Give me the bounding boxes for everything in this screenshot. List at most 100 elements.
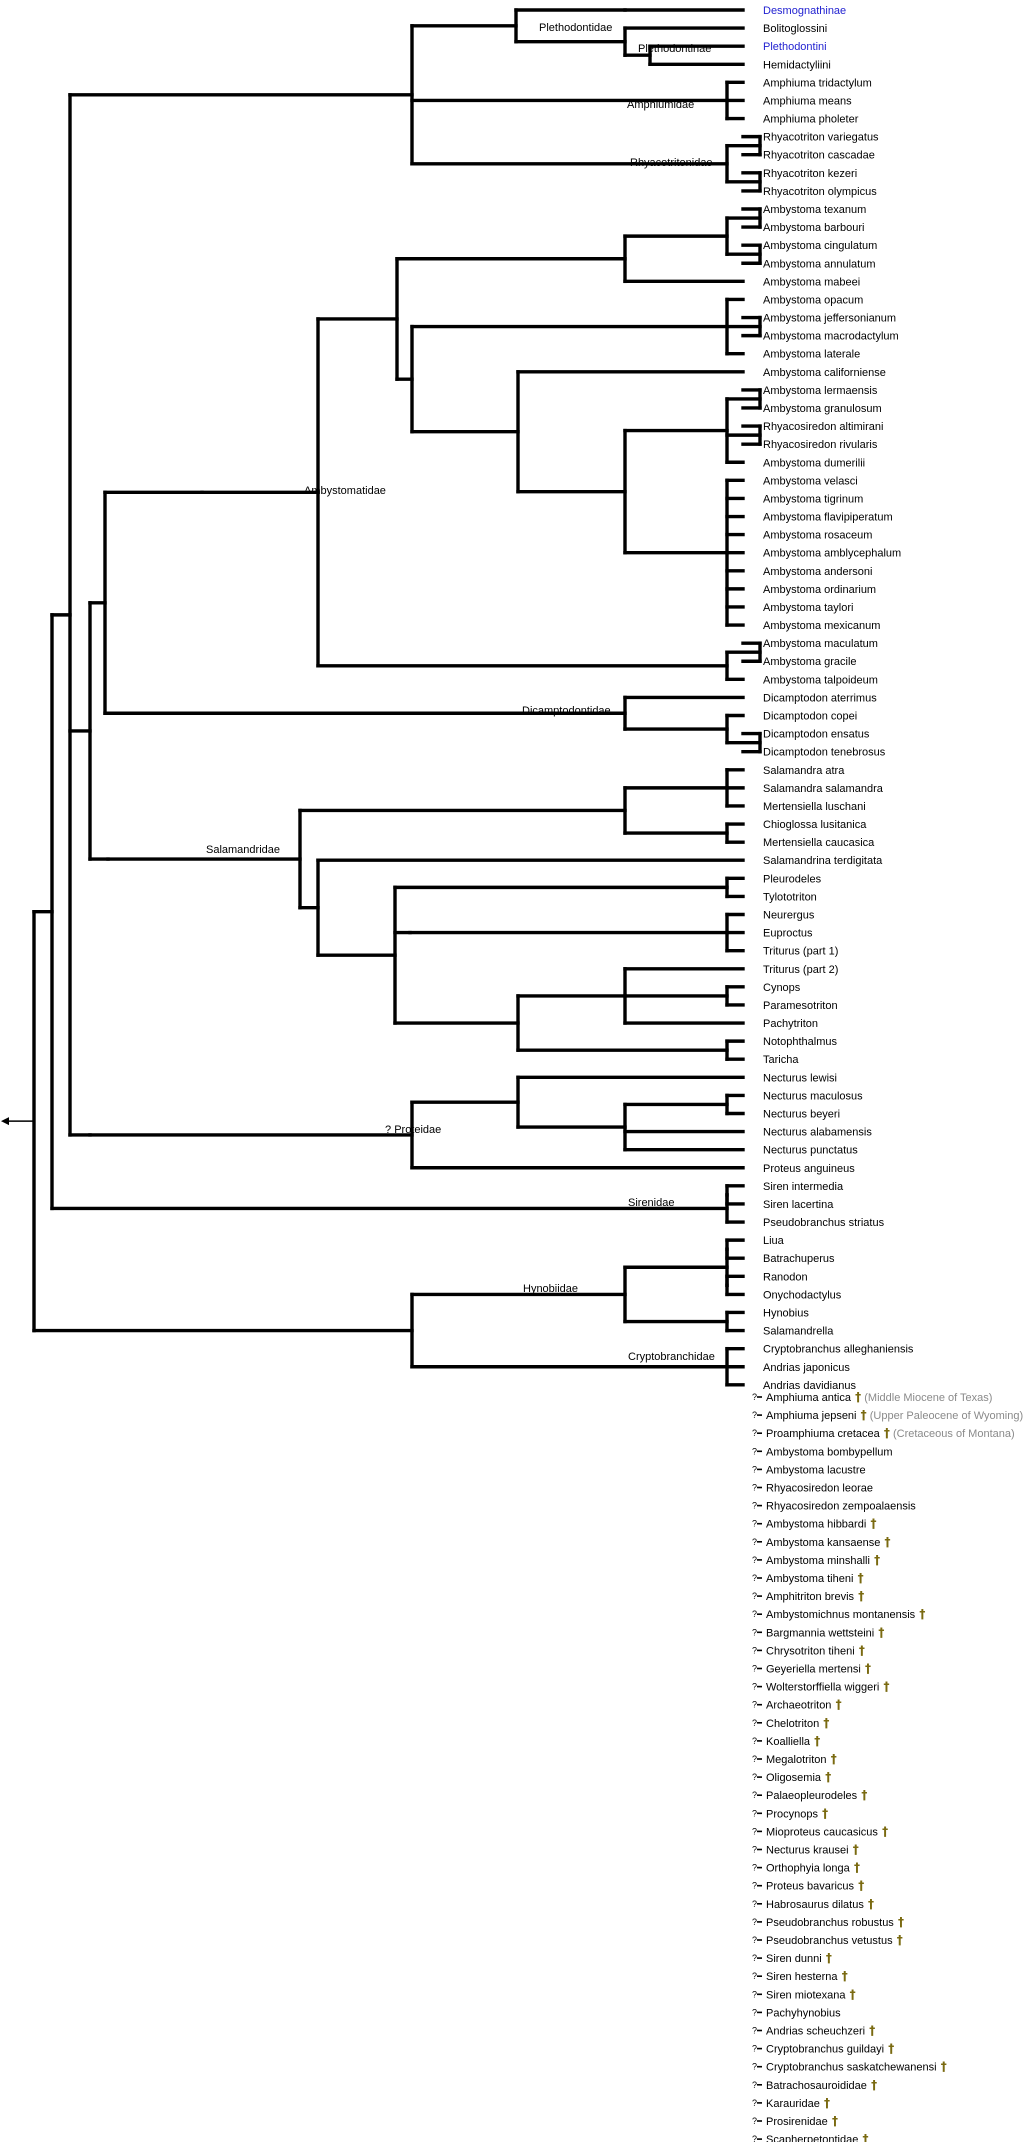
uncertain-marker: ? — [752, 1428, 757, 1438]
uncertain-marker: ? — [752, 1609, 757, 1619]
uncertain-marker: ? — [752, 1881, 757, 1891]
tip-label: Ambystoma opacum — [763, 294, 863, 306]
tip-label: Necturus maculosus — [763, 1090, 863, 1102]
unplaced-taxon: ? Wolterstorffiella wiggeri † — [752, 1680, 890, 1694]
tip-label: Paramesotriton — [763, 1000, 838, 1012]
uncertain-marker: ? — [752, 1555, 757, 1565]
uncertain-marker: ? — [752, 2062, 757, 2072]
unplaced-label: Rhyacosiredon zempoalaensis — [766, 1501, 916, 1513]
uncertain-marker: ? — [752, 1917, 757, 1927]
extinct-dagger-icon: † — [831, 1698, 841, 1712]
tip-label: Mertensiella caucasica — [763, 837, 875, 849]
unplaced-label: Proamphiuma cretacea † (Cretaceous of Mo… — [766, 1426, 1015, 1440]
unplaced-taxon: ?Archaeotriton † — [752, 1698, 842, 1712]
uncertain-marker: ? — [752, 1700, 757, 1710]
tip-label: Necturus alabamensis — [763, 1127, 872, 1139]
unplaced-taxon: ?Koalliella † — [752, 1734, 820, 1748]
unplaced-label: Ambystoma tiheni † — [766, 1571, 864, 1585]
extinct-dagger-icon: † — [857, 1408, 867, 1422]
unplaced-label: Bargmannia wettsteini † — [766, 1625, 884, 1639]
tip-label: Euproctus — [763, 928, 813, 940]
unplaced-taxon: ?Siren dunni † — [752, 1951, 832, 1965]
unplaced-taxon: ?Pseudobranchus robustus † — [752, 1915, 904, 1929]
uncertain-marker: ? — [752, 1483, 757, 1493]
unplaced-taxon: ?Chelotriton † — [752, 1716, 829, 1730]
tip-label: Taricha — [763, 1054, 799, 1066]
extinct-dagger-icon: † — [828, 2114, 838, 2128]
tip-label: Rhyacotriton variegatus — [763, 132, 879, 144]
extinct-dagger-icon: † — [822, 1951, 832, 1965]
extinct-dagger-icon: † — [915, 1607, 925, 1621]
uncertain-marker: ? — [385, 1124, 394, 1136]
unplaced-taxon: ?Amphitriton brevis † — [752, 1589, 864, 1603]
tip-label: Dicamptodon copei — [763, 711, 857, 723]
unplaced-taxon: ?Andrias scheuchzeri † — [752, 2024, 875, 2038]
tip-label: Ambystoma texanum — [763, 204, 866, 216]
uncertain-marker: ? — [752, 1537, 757, 1547]
tip-label: Dicamptodon ensatus — [763, 729, 870, 741]
tip-label: Siren intermedia — [763, 1181, 844, 1193]
unplaced-label: Necturus krausei † — [766, 1843, 859, 1857]
tip-label: Liua — [763, 1235, 785, 1247]
uncertain-marker: ? — [752, 2116, 757, 2126]
unplaced-label: Pachyhynobius — [766, 2007, 841, 2019]
unplaced-label: Ambystoma hibbardi † — [766, 1517, 876, 1531]
clade-label: ? Proteidae — [385, 1124, 441, 1136]
clade-label: Rhyacotritonidae — [630, 157, 713, 169]
extinct-dagger-icon: † — [838, 1969, 848, 1983]
clade-label: Plethodontinae — [638, 43, 711, 55]
unplaced-taxon: ?Rhyacosiredon zempoalaensis — [752, 1501, 916, 1513]
tip-label: Andrias davidianus — [763, 1380, 856, 1392]
uncertain-marker: ? — [752, 1464, 757, 1474]
extinct-dagger-icon: † — [937, 2060, 947, 2074]
extinct-dagger-icon: † — [857, 1788, 867, 1802]
clade-label: Amphiumidae — [627, 99, 694, 111]
uncertain-marker: ? — [752, 1718, 757, 1728]
unplaced-label: Ambystoma bombypellum — [766, 1446, 893, 1458]
clade-labels: PlethodontidaePlethodontinaeAmphiumidaeR… — [206, 22, 715, 1363]
uncertain-marker: ? — [752, 2080, 757, 2090]
uncertain-marker: ? — [752, 1591, 757, 1601]
uncertain-marker: ? — [752, 2134, 757, 2142]
unplaced-taxon: ?Cryptobranchus saskatchewanensi † — [752, 2060, 947, 2074]
unplaced-taxon: ?Prosirenidae † — [752, 2114, 838, 2128]
unplaced-taxon: ?Procynops † — [752, 1806, 828, 1820]
extinct-dagger-icon: † — [864, 1897, 874, 1911]
unplaced-label: Ambystomichnus montanensis † — [766, 1607, 925, 1621]
tip-label: Chioglossa lusitanica — [763, 819, 867, 831]
uncertain-marker: ? — [752, 1989, 757, 1999]
extinct-dagger-icon: † — [810, 1734, 820, 1748]
uncertain-marker: ? — [752, 1682, 757, 1692]
uncertain-marker: ? — [752, 1863, 757, 1873]
uncertain-marker: ? — [752, 1899, 757, 1909]
tip-label: Ambystoma jeffersonianum — [763, 313, 896, 325]
unplaced-taxon: ?Amphiuma jepseni † (Upper Paleocene of … — [752, 1408, 1023, 1422]
uncertain-marker: ? — [752, 1410, 757, 1420]
extinct-dagger-icon: † — [893, 1933, 903, 1947]
unplaced-taxon: ?Ambystoma minshalli † — [752, 1553, 880, 1567]
uncertain-marker: ? — [752, 1573, 757, 1583]
uncertain-marker: ? — [752, 1953, 757, 1963]
unplaced-taxon: ?Habrosaurus dilatus † — [752, 1897, 874, 1911]
tip-label: Salamandra atra — [763, 765, 845, 777]
unplaced-taxon: ?Oligosemia † — [752, 1770, 831, 1784]
extinct-dagger-icon: † — [870, 1553, 880, 1567]
tip-label: Necturus lewisi — [763, 1072, 837, 1084]
unplaced-label: Wolterstorffiella wiggeri † — [766, 1680, 890, 1694]
uncertain-marker: ? — [752, 1845, 757, 1855]
unplaced-label: Cryptobranchus guildayi † — [766, 2042, 894, 2056]
uncertain-marker: ? — [752, 1971, 757, 1981]
tip-label: Amphiuma means — [763, 95, 852, 107]
uncertain-marker: ? — [752, 2026, 757, 2036]
unplaced-label: Amphiuma antica † (Middle Miocene of Tex… — [766, 1390, 992, 1404]
unplaced-label: Mioproteus caucasicus † — [766, 1824, 888, 1838]
tip-label: Ambystoma macrodactylum — [763, 331, 899, 343]
unplaced-label: Siren miotexana † — [766, 1987, 856, 2001]
tip-label: Mertensiella luschani — [763, 801, 866, 813]
tip-label: Necturus punctatus — [763, 1145, 858, 1157]
unplaced-taxon: ? Siren miotexana † — [752, 1987, 856, 2001]
tip-label: Proteus anguineus — [763, 1163, 855, 1175]
tip-link: Plethodontini — [763, 41, 827, 53]
uncertain-marker: ? — [752, 1645, 757, 1655]
tip-label: Ambystoma gracile — [763, 656, 857, 668]
